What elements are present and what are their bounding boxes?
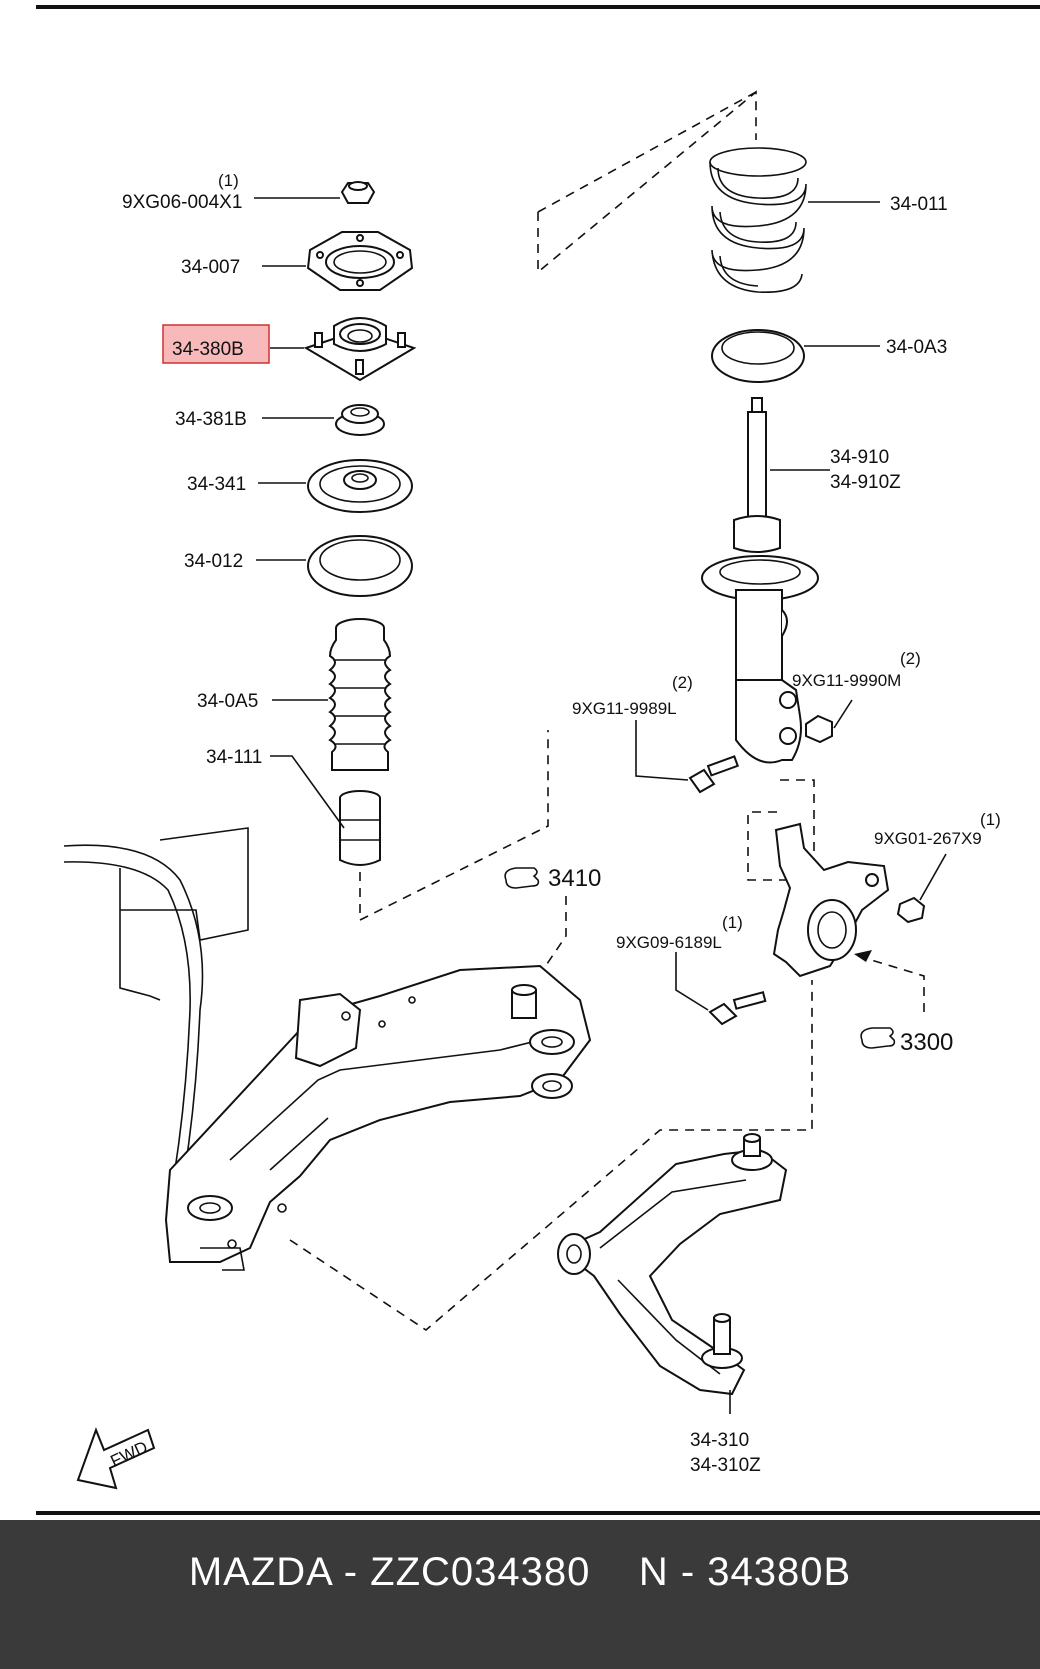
dust-boot-part: [272, 618, 392, 771]
callout-bumper: 34-111: [206, 747, 262, 768]
callout-bolt-l-code: 9XG11-9989L: [572, 699, 677, 718]
callout-arm-b: 34-310Z: [690, 1455, 761, 1476]
callout-strut-a: 34-910: [830, 447, 889, 468]
ref-crossmember[interactable]: 3410: [548, 865, 601, 892]
strut-mount-part: [270, 317, 417, 382]
strut-nut-part: [805, 699, 853, 744]
fwd-arrow-icon: [76, 1427, 156, 1490]
ref-pointer-icon: [504, 867, 540, 889]
footer-bar: MAZDA - ZZC034380 N - 34380B: [0, 1520, 1040, 1669]
footer-ref: N - 34380B: [638, 1550, 852, 1594]
lower-arm-part: [557, 1133, 788, 1414]
callout-bolt-knuckle-code: 9XG09-6189L: [616, 933, 722, 952]
strut-bolt-part: [635, 720, 740, 794]
callout-nut-top-qty: (1): [218, 171, 239, 190]
callout-bearing: 34-381B: [175, 409, 247, 430]
nut-part: [254, 181, 376, 204]
callout-bolt-l-qty: (2): [672, 673, 693, 692]
callout-nut-m-code: 9XG11-9990M: [792, 671, 901, 690]
bump-stop-part: [270, 755, 381, 866]
callout-nut-knuckle-qty: (1): [980, 810, 1001, 829]
callout-nut-m-qty: (2): [900, 649, 921, 668]
callout-mount[interactable]: 34-380B: [172, 339, 244, 360]
knuckle-part: [772, 822, 890, 978]
callout-bolt-knuckle-qty: (1): [722, 913, 743, 932]
callout-spring: 34-011: [890, 194, 948, 215]
parts-diagram: (1) 9XG06-004X1 34-007 34-380B 34-381B: [36, 5, 1040, 1515]
callout-nut-knuckle-code: 9XG01-267X9: [874, 829, 982, 848]
callout-strut-b: 34-910Z: [830, 472, 901, 493]
footer-part-number: ZZC034380: [370, 1550, 591, 1594]
crossmember-part: [63, 827, 592, 1271]
insulator-part: [256, 535, 413, 597]
callout-boot: 34-0A5: [197, 691, 258, 712]
strut-assembly-part: [701, 397, 830, 764]
coil-spring-part: [709, 147, 880, 293]
callout-plate: 34-007: [181, 257, 240, 278]
callout-nut-top-code: 9XG06-004X1: [122, 192, 242, 213]
callout-lower-seat: 34-0A3: [886, 337, 947, 358]
footer-caption: MAZDA - ZZC034380 N - 34380B: [188, 1550, 852, 1594]
callout-seat: 34-341: [187, 474, 246, 495]
ref-pointer-icon: [860, 1027, 896, 1049]
footer-brand: MAZDA: [188, 1550, 332, 1594]
bearing-part: [262, 404, 385, 436]
callout-arm-a: 34-310: [690, 1430, 749, 1451]
mount-plate-part: [262, 231, 414, 291]
lower-seat-part: [711, 329, 880, 383]
highlight-box[interactable]: [162, 324, 270, 364]
callout-insulator: 34-012: [184, 551, 243, 572]
knuckle-nut-part: [896, 853, 947, 924]
knuckle-bolt-part: [675, 952, 767, 1026]
upper-seat-part: [258, 459, 413, 513]
ref-knuckle[interactable]: 3300: [900, 1029, 953, 1056]
